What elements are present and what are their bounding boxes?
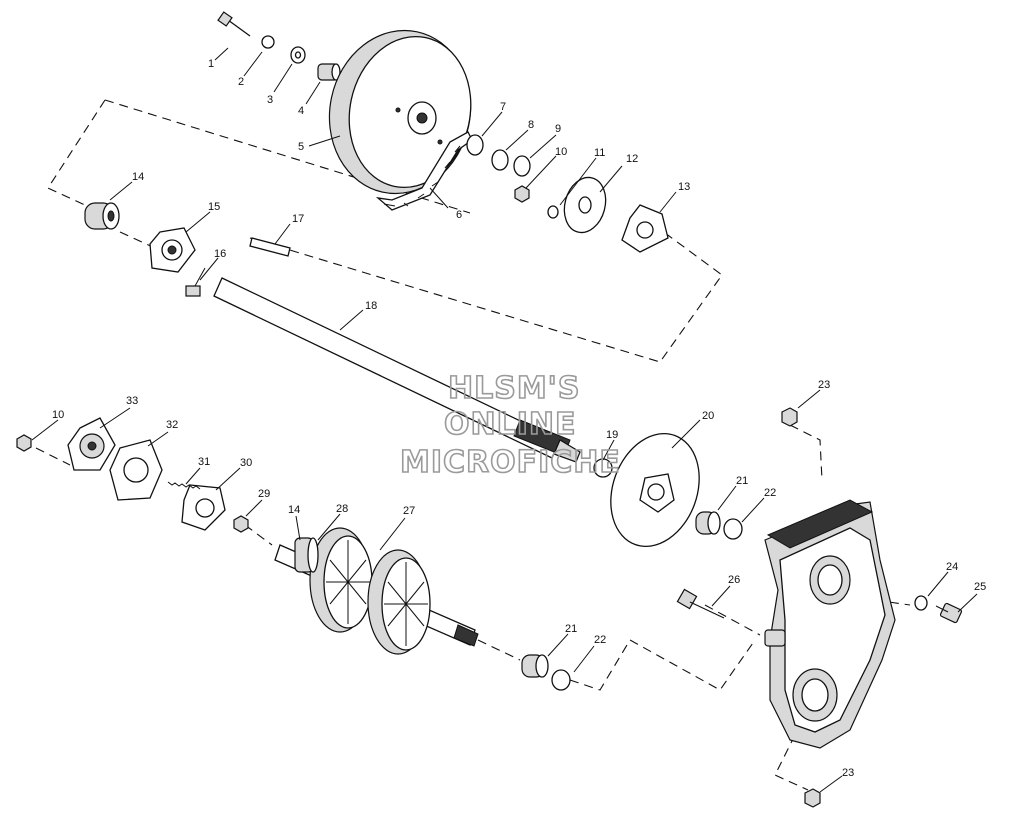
- part-24-washer: [914, 595, 928, 611]
- callout-labels: 1 2 3 4 5 6 7 8 9 10 11 12 13 14 15 16 1…: [52, 58, 986, 779]
- part-23-nut-bottom: [804, 788, 821, 808]
- callout-4: 4: [298, 105, 304, 117]
- part-9-ring: [513, 155, 531, 177]
- callout-18: 18: [365, 300, 377, 312]
- part-8-ring: [491, 149, 509, 171]
- part-16-bolt: [185, 267, 206, 297]
- callout-31: 31: [198, 456, 210, 468]
- callout-22-upper: 22: [764, 487, 776, 499]
- part-18-shaft: [213, 277, 581, 463]
- chaincase-housing: [764, 499, 896, 749]
- callout-9: 9: [555, 123, 561, 135]
- callout-1: 1: [208, 58, 214, 70]
- callout-14-upper: 14: [132, 171, 144, 183]
- part-2-washer: [261, 35, 275, 49]
- part-12-plate: [563, 176, 607, 234]
- callout-28: 28: [336, 503, 348, 515]
- callout-10-lower: 10: [52, 409, 64, 421]
- part-22-o-ring-lower: [551, 669, 571, 691]
- part-26-bolt: [676, 588, 725, 619]
- callout-29: 29: [258, 488, 270, 500]
- callout-19: 19: [606, 429, 618, 441]
- part-29-nut: [233, 515, 249, 533]
- callout-22-lower: 22: [594, 634, 606, 646]
- callout-2: 2: [238, 76, 244, 88]
- callout-17: 17: [292, 213, 304, 225]
- part-1-bolt: [217, 11, 251, 37]
- callout-3: 3: [267, 94, 273, 106]
- leader-lines: [31, 47, 978, 793]
- callout-24: 24: [946, 561, 958, 573]
- callout-21-upper: 21: [736, 475, 748, 487]
- part-20-brake-disc: [610, 432, 700, 548]
- part-22-o-ring-upper: [723, 518, 743, 540]
- part-32-gasket: [109, 439, 163, 501]
- callout-7: 7: [500, 101, 506, 113]
- part-5-driven-sprocket: [328, 29, 472, 195]
- callout-12: 12: [626, 153, 638, 165]
- callout-23-top: 23: [818, 379, 830, 391]
- callout-21-lower: 21: [565, 623, 577, 635]
- callout-26: 26: [728, 574, 740, 586]
- callout-6: 6: [456, 209, 462, 221]
- part-15-bearing-flange: [149, 227, 196, 273]
- callout-14-lower: 14: [288, 504, 300, 516]
- part-10-nut-lower: [16, 434, 32, 452]
- part-17-key: [249, 237, 291, 257]
- watermark-line-1: HLSM'S: [448, 371, 580, 406]
- part-25-bolt: [935, 602, 963, 624]
- part-33-bearing-flange: [67, 417, 116, 471]
- watermark-line-3: MICROFICHE: [400, 445, 621, 480]
- callout-5: 5: [298, 141, 304, 153]
- callout-10-upper: 10: [555, 146, 567, 158]
- callout-8: 8: [528, 119, 534, 131]
- part-6-chain: [375, 131, 473, 211]
- watermark-line-2: ONLINE: [444, 407, 577, 442]
- callout-33: 33: [126, 395, 138, 407]
- callout-15: 15: [208, 201, 220, 213]
- callout-11: 11: [594, 147, 605, 159]
- callout-16: 16: [214, 248, 226, 260]
- part-21-seal-lower: [521, 654, 549, 678]
- callout-27: 27: [403, 505, 415, 517]
- part-21-seal-upper: [695, 511, 721, 535]
- part-7-ring: [466, 134, 484, 156]
- callout-25: 25: [974, 581, 986, 593]
- part-31-spring: [167, 481, 201, 490]
- watermark: HLSM'S ONLINE MICROFICHE: [399, 370, 621, 481]
- part-11-washer: [547, 205, 559, 219]
- callout-32: 32: [166, 419, 178, 431]
- drive-shaft-assembly: [274, 527, 479, 655]
- part-4-bushing: [317, 63, 341, 81]
- part-23-nut-top: [781, 407, 798, 427]
- part-3-washer: [290, 46, 306, 64]
- part-10-nut-upper: [514, 185, 530, 203]
- callout-13: 13: [678, 181, 690, 193]
- callout-23-bottom: 23: [842, 767, 854, 779]
- part-14-bearing-upper: [84, 202, 120, 230]
- part-30-flange: [181, 484, 226, 531]
- callout-20: 20: [702, 410, 714, 422]
- callout-30: 30: [240, 457, 252, 469]
- part-13-bearing-flange: [621, 204, 669, 253]
